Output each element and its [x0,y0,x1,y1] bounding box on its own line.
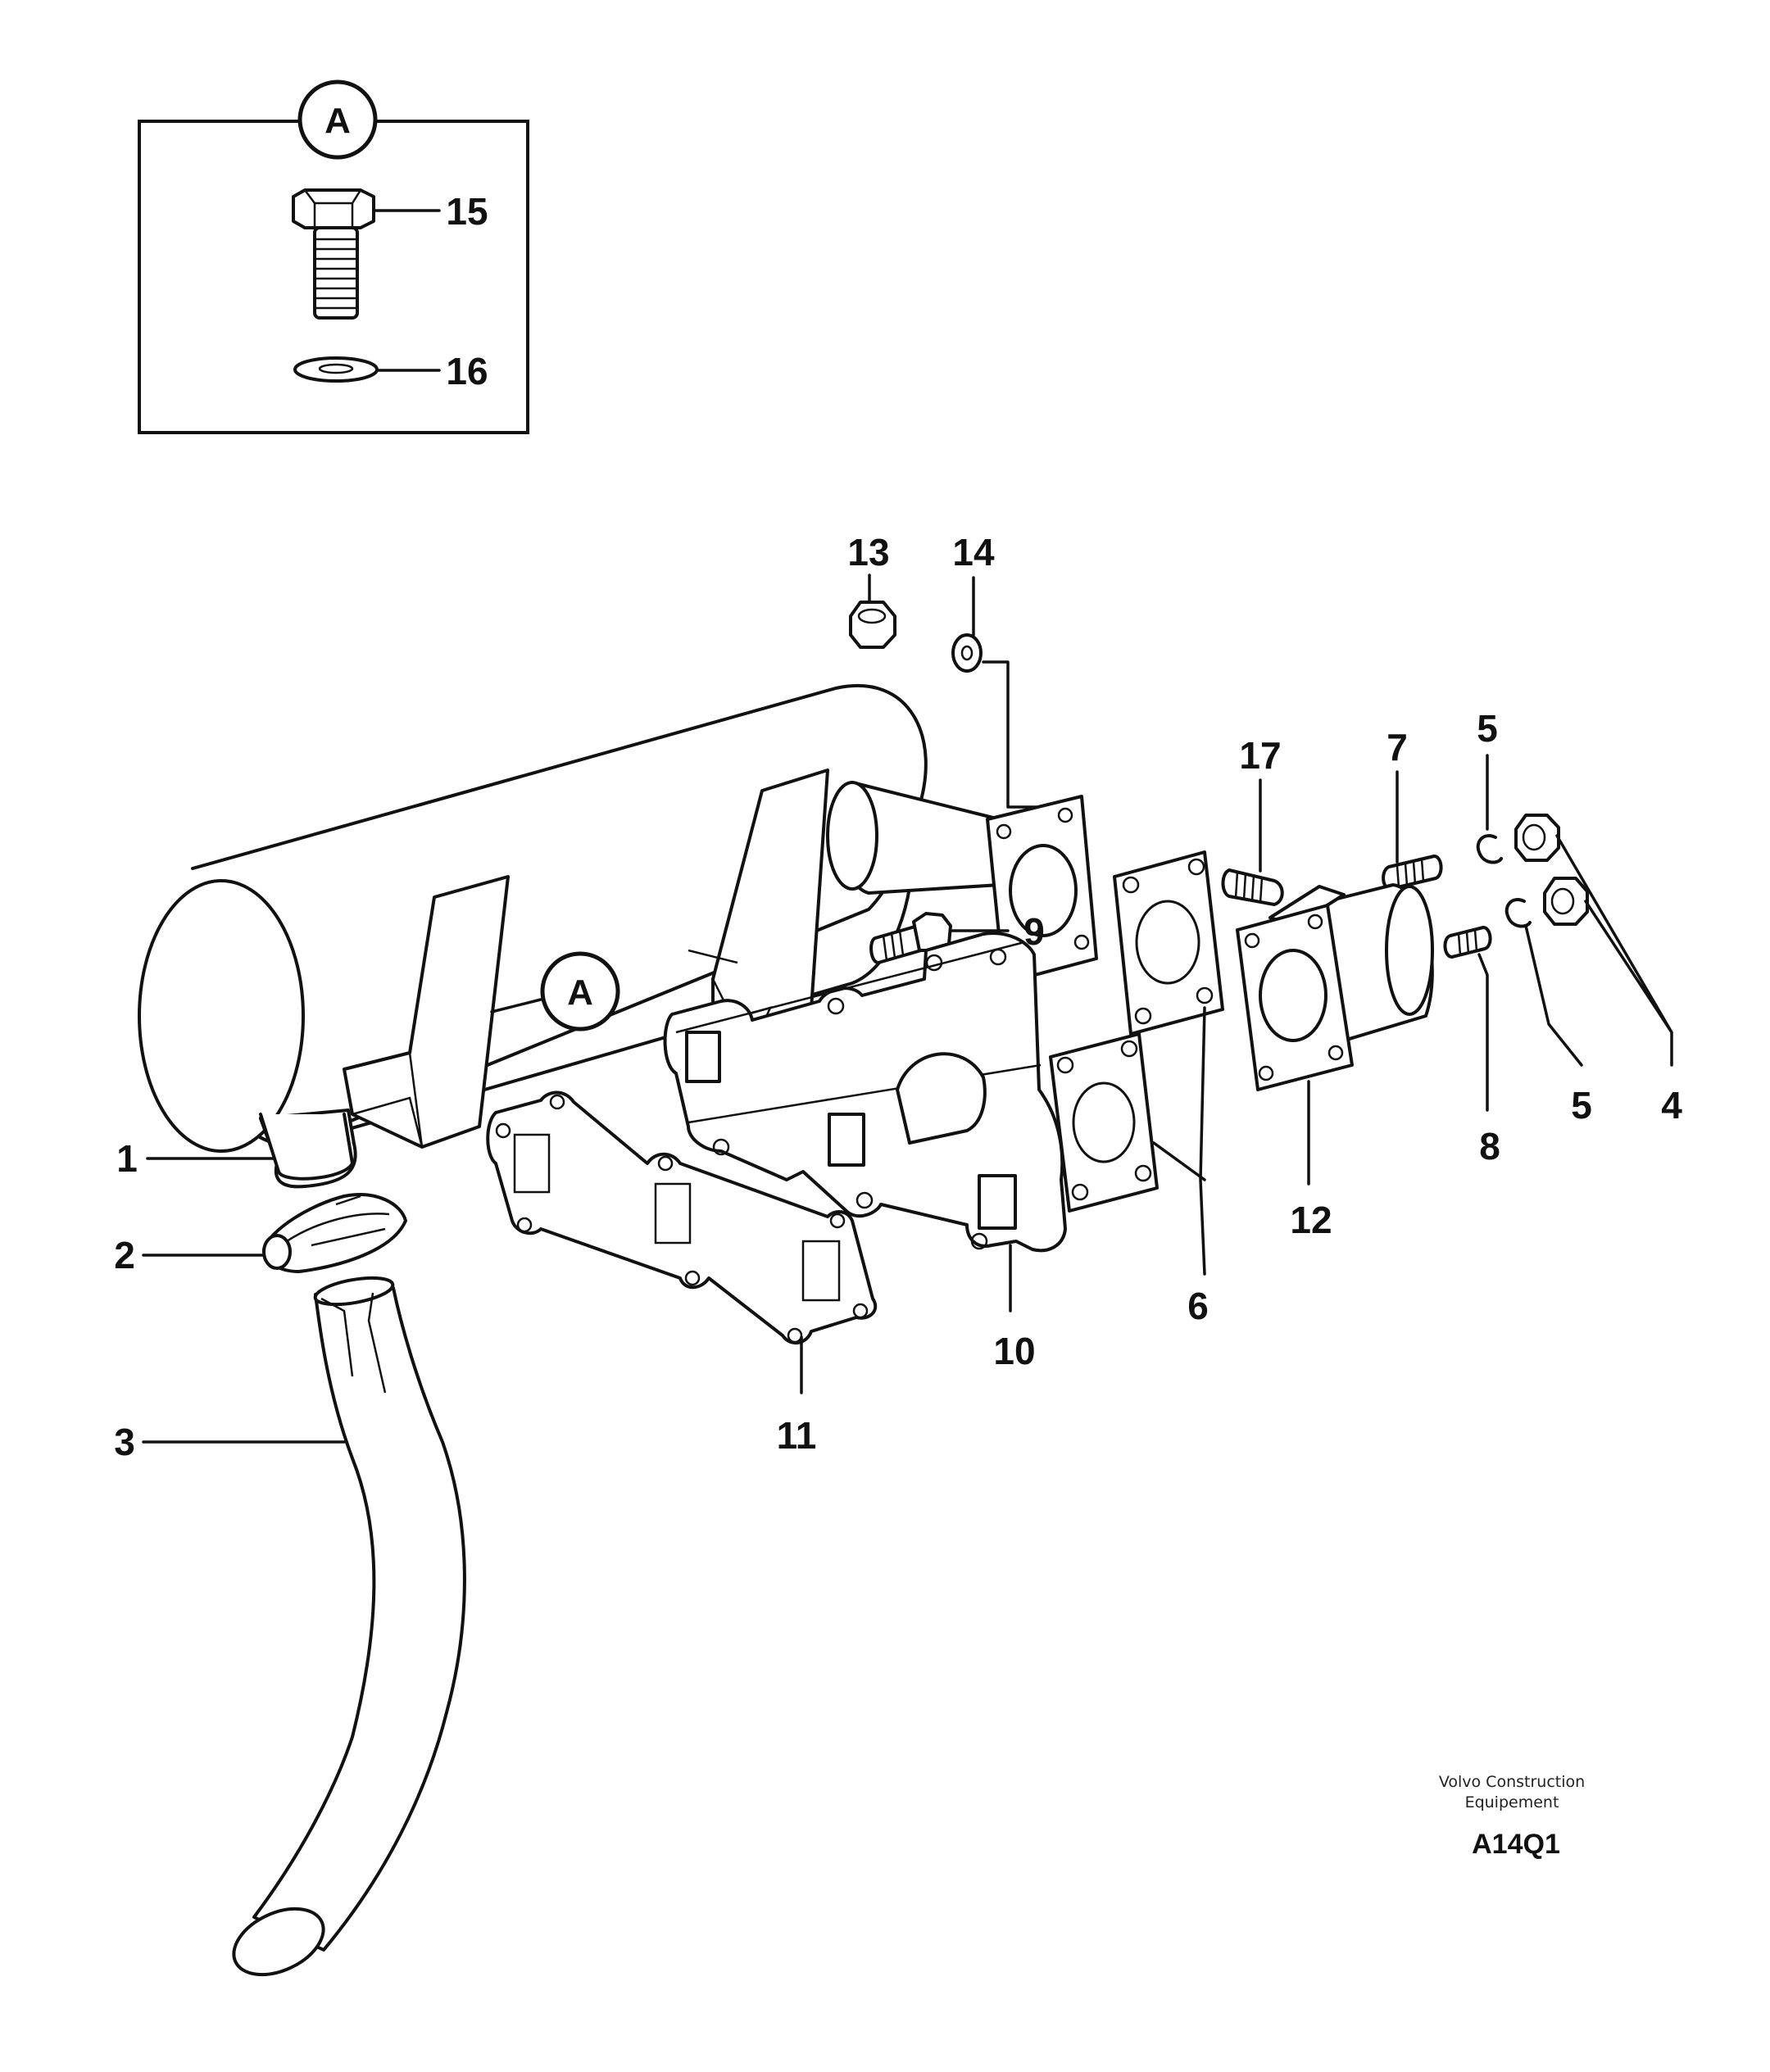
tail-pipe-part [232,1276,466,1977]
bolt-9-part [869,912,952,964]
stud-17-part [1221,868,1284,906]
label-15: 15 [446,190,488,233]
gasket-6-upper [1113,850,1224,1036]
label-16: 16 [446,350,488,392]
label-3: 3 [114,1421,135,1463]
clamp-part [262,1193,407,1273]
manifold-gasket-11-part [486,1090,878,1344]
label-5-lower: 5 [1571,1084,1592,1127]
credit-line-1: Volvo Construction [1439,1773,1585,1791]
nut-13-part [849,601,896,649]
gasket-6-lower [1049,1032,1159,1213]
lock-washer-5-upper [1476,834,1503,864]
callout-a-muffler: A [567,973,593,1013]
nut-4-upper [1514,814,1560,862]
nut-4-lower [1543,877,1589,926]
label-12: 12 [1290,1199,1332,1241]
drawing-code: A14Q1 [1472,1829,1560,1860]
stud-7-part [1382,855,1443,891]
lock-washer-5-lower [1504,898,1532,928]
label-10: 10 [993,1330,1035,1372]
muffler-part [138,683,1098,1189]
stud-8-part [1443,926,1492,959]
washer-part [293,356,379,383]
washer-14-part [951,633,983,673]
label-11: 11 [777,1414,817,1457]
label-8: 8 [1479,1125,1500,1167]
bolt-part [292,188,375,320]
label-4: 4 [1661,1084,1682,1127]
label-13: 13 [847,531,889,574]
label-14: 14 [952,531,995,574]
exhaust-manifold-10-part [663,932,1067,1253]
label-2: 2 [114,1234,135,1276]
elbow-flange-12-part [1236,883,1434,1091]
label-6: 6 [1187,1285,1209,1327]
label-1: 1 [116,1137,138,1180]
credit-line-2: Equipement [1465,1793,1559,1811]
label-5-upper: 5 [1477,707,1498,750]
detail-box-a: A 15 16 [138,79,529,434]
label-7: 7 [1386,726,1408,768]
label-17: 17 [1239,734,1281,777]
callout-a-label: A [324,101,351,141]
